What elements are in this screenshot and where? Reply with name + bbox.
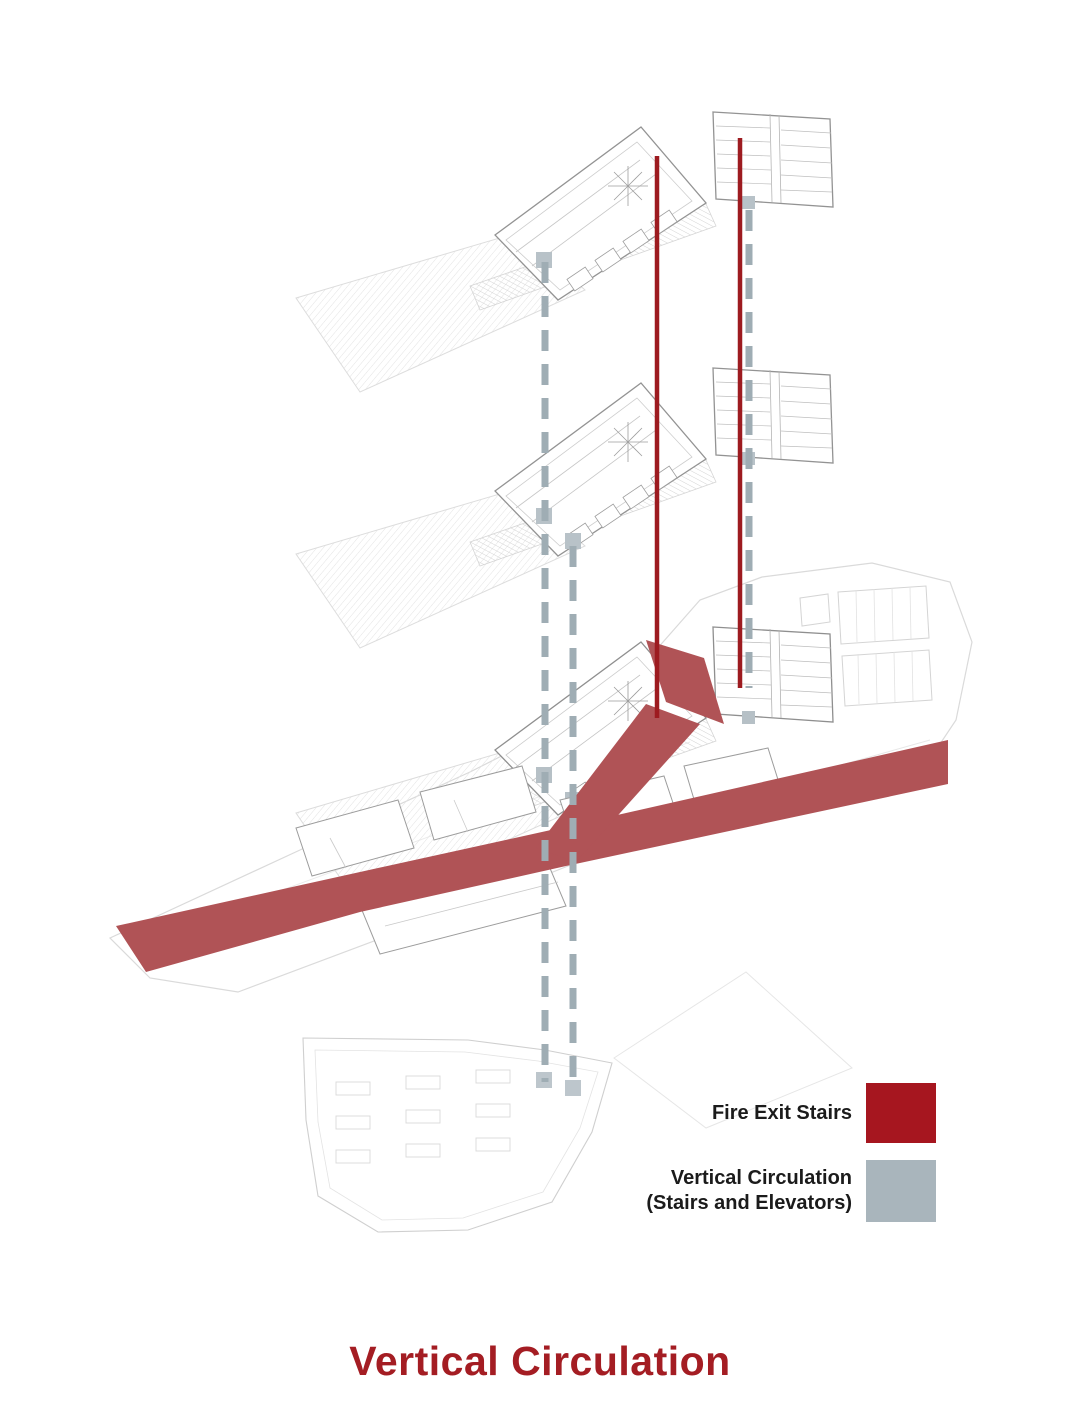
fire-exit-circulation-paths [116,640,948,972]
legend-label-fire-exit: Fire Exit Stairs [711,1101,852,1124]
diagram-title: Vertical Circulation [349,1338,731,1384]
legend-label-vertical-circulation: Vertical Circulation (Stairs and Elevato… [646,1166,852,1216]
fire-exit-stair-lines [654,138,743,718]
vertical-circulation-swatch-icon [866,1160,936,1222]
fire-exit-swatch-icon [866,1083,936,1143]
legend-label-line2: (Stairs and Elevators) [646,1192,852,1214]
legend-label-line1: Vertical Circulation [670,1167,852,1189]
floor-plan-ground [108,562,973,993]
legend-item-fire-exit: Fire Exit Stairs [712,1083,936,1143]
floor-plan-basement [302,971,853,1233]
floor-plan-level-2 [295,367,834,649]
legend: Fire Exit Stairs Vertical Circulation (S… [646,1083,936,1222]
vertical-circulation-dashed-lines [541,210,753,1090]
legend-item-vertical-circulation: Vertical Circulation (Stairs and Elevato… [646,1160,936,1222]
